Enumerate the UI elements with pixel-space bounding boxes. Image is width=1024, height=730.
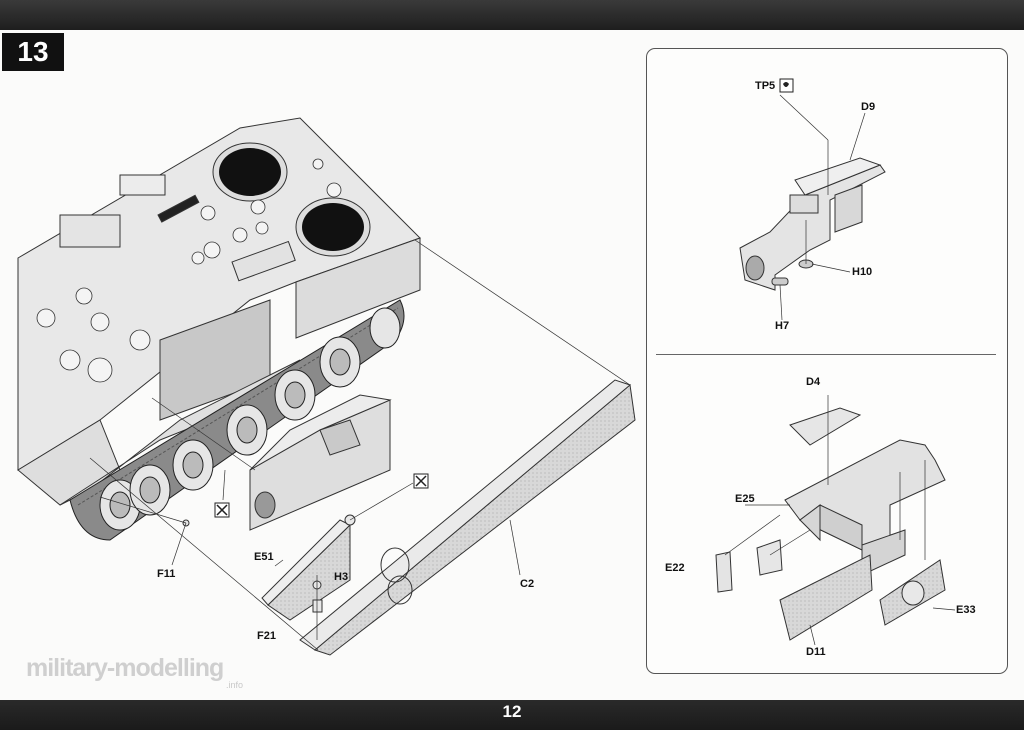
crossed-glue-icon (214, 502, 230, 518)
page-number: 12 (502, 702, 522, 721)
photo-etch-icon (779, 78, 794, 93)
label-d4: D4 (806, 376, 821, 388)
inset-leader-lines (779, 94, 866, 321)
side-skirt-part (299, 379, 636, 656)
label-tp5: TP5 (755, 80, 776, 92)
detail-panel (646, 48, 1008, 674)
crossed-glue-icon (413, 473, 429, 489)
inset-d11-leader-lines (724, 395, 956, 646)
watermark-suffix: .info (226, 680, 244, 690)
label-c2: C2 (520, 578, 535, 590)
label-f21: F21 (257, 630, 276, 642)
label-e51: E51 (254, 551, 274, 563)
panel-divider (656, 354, 996, 355)
label-d9: D9 (861, 101, 876, 113)
label-d11: D11 (806, 646, 826, 658)
label-h10: H10 (852, 266, 873, 278)
top-bar (0, 0, 1024, 30)
label-e22: E22 (665, 562, 685, 574)
inset-d9-assembly (739, 157, 886, 291)
sponson-box-part (249, 394, 392, 531)
watermark: military-modelling (26, 654, 224, 682)
road-wheels (99, 307, 401, 531)
label-e33: E33 (956, 604, 976, 616)
hatch-openings (212, 142, 371, 257)
e51-plate-part (261, 519, 351, 621)
step-number: 13 (2, 33, 64, 71)
bottom-bar: 12 (0, 700, 1024, 730)
roof-fittings (36, 158, 342, 383)
label-f11: F11 (157, 568, 176, 580)
label-e25: E25 (735, 493, 755, 505)
label-h3: H3 (334, 571, 349, 583)
label-h7: H7 (775, 320, 790, 332)
assembly-lines (89, 239, 631, 651)
inset-d11-assembly (715, 407, 946, 641)
